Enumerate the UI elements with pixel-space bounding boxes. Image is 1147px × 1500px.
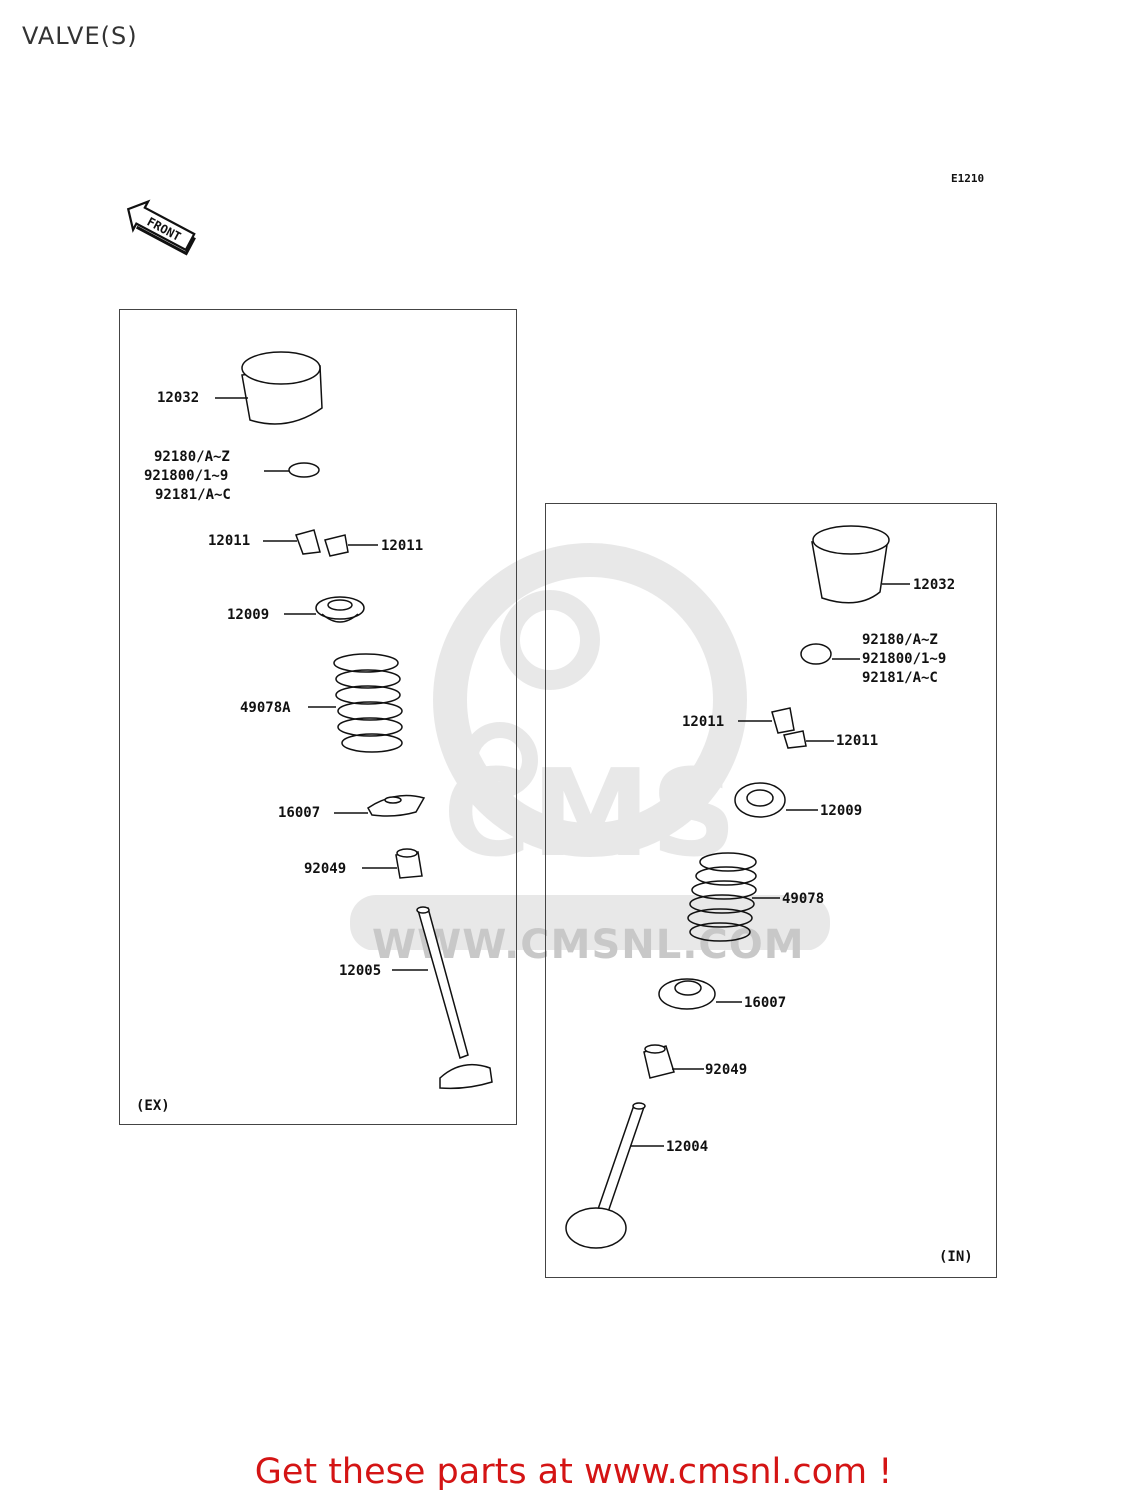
ex-shim-drawing	[288, 462, 320, 478]
in-label-12004: 12004	[666, 1139, 709, 1155]
in-tappet-drawing	[811, 525, 890, 604]
in-label-92180: 92180/A~Z	[862, 632, 938, 648]
ex-label-49078A: 49078A	[240, 700, 291, 716]
in-spring-seat-drawing	[658, 978, 716, 1010]
ex-label-12005: 12005	[339, 963, 382, 979]
in-label-12009: 12009	[820, 803, 863, 819]
in-stem-seal-drawing	[643, 1044, 675, 1079]
in-tag: (IN)	[939, 1249, 973, 1265]
front-arrow-icon: FRONT	[126, 199, 196, 256]
in-valve-drawing	[565, 1102, 646, 1249]
ex-label-16007: 16007	[278, 805, 321, 821]
ex-spring-seat-drawing	[367, 794, 426, 817]
ex-retainer-drawing	[315, 596, 365, 623]
in-label-12011-right: 12011	[836, 733, 879, 749]
ex-stem-seal-drawing	[395, 848, 423, 879]
ex-label-92049: 92049	[304, 861, 347, 877]
diagram-code: E1210	[951, 172, 985, 185]
ex-tappet-drawing	[241, 351, 323, 425]
in-cotter-right-drawing	[783, 730, 807, 749]
in-label-16007: 16007	[744, 995, 787, 1011]
in-label-49078: 49078	[782, 891, 825, 907]
in-shim-drawing	[800, 643, 832, 665]
ex-label-12032: 12032	[157, 390, 200, 406]
in-spring-drawing	[687, 852, 757, 942]
ex-cotter-right-drawing	[324, 534, 349, 557]
in-label-921800: 921800/1~9	[862, 651, 947, 667]
intake-panel	[545, 503, 997, 1278]
in-label-92181: 92181/A~C	[862, 670, 938, 686]
get-parts-link[interactable]: Get these parts at www.cmsnl.com !	[254, 1452, 893, 1492]
ex-label-12011-right: 12011	[381, 538, 424, 554]
ex-spring-drawing	[333, 653, 403, 753]
ex-tag: (EX)	[136, 1098, 170, 1114]
in-cotter-left-drawing	[771, 707, 795, 734]
ex-label-921800: 921800/1~9	[144, 468, 229, 484]
ex-valve-drawing	[416, 906, 493, 1090]
in-label-92049: 92049	[705, 1062, 748, 1078]
ex-cotter-left-drawing	[295, 529, 321, 555]
in-retainer-drawing	[734, 782, 786, 818]
ex-label-92180: 92180/A~Z	[154, 449, 230, 465]
page-title: VALVE(S)	[22, 22, 138, 50]
ex-label-92181: 92181/A~C	[155, 487, 231, 503]
ex-label-12011-left: 12011	[208, 533, 251, 549]
ex-label-12009: 12009	[227, 607, 270, 623]
exhaust-panel	[119, 309, 517, 1125]
in-label-12011-left: 12011	[682, 714, 725, 730]
in-label-12032: 12032	[913, 577, 956, 593]
